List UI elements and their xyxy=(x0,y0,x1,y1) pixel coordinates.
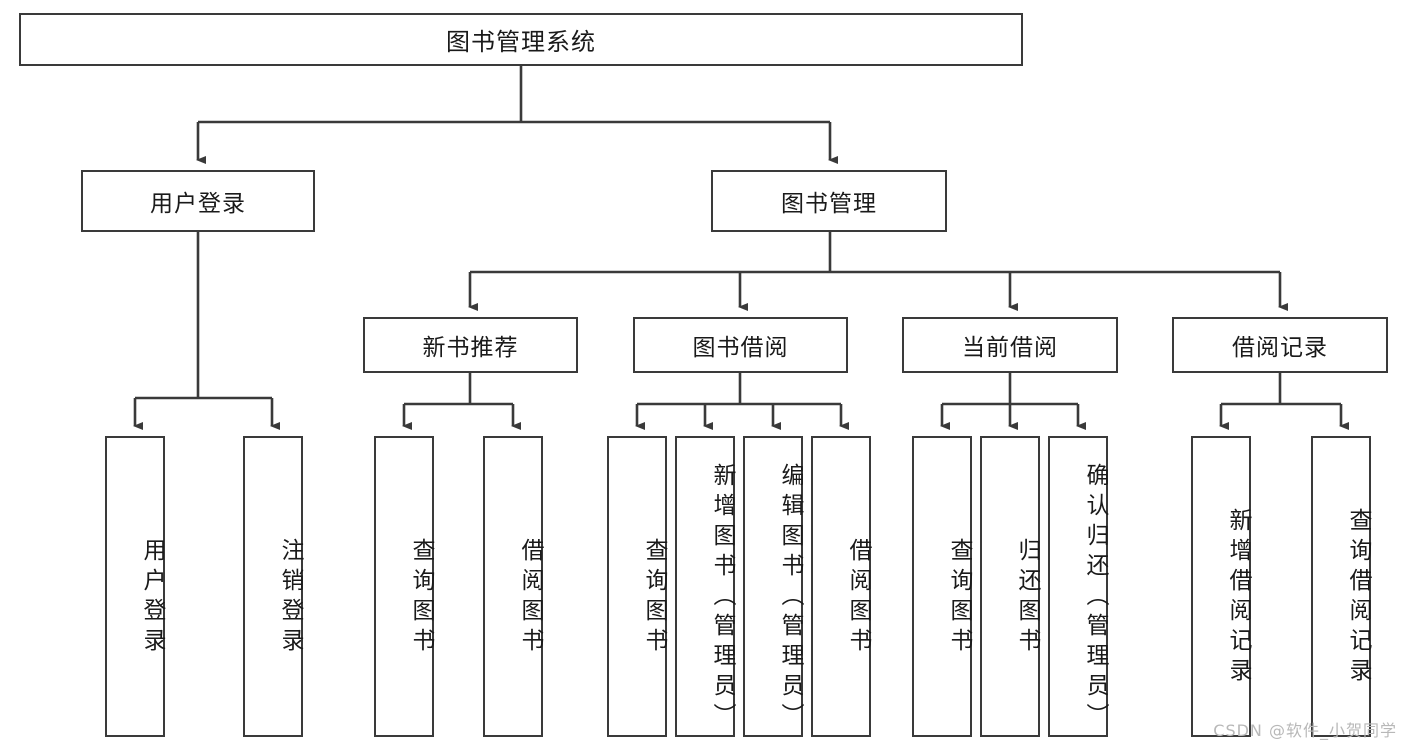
leaf-borrow-book[interactable]: 借阅图书 xyxy=(811,436,871,737)
leaf-borrow-book-recommend[interactable]: 借阅图书 xyxy=(483,436,543,737)
leaf-return-book[interactable]: 归还图书 xyxy=(980,436,1040,737)
leaf-user-login[interactable]: 用户登录 xyxy=(105,436,165,737)
leaf-query-book-recommend[interactable]: 查询图书 xyxy=(374,436,434,737)
leaf-query-borrow-record[interactable]: 查询借阅记录 xyxy=(1311,436,1371,737)
leaf-query-book-current[interactable]: 查询图书 xyxy=(912,436,972,737)
node-book-management[interactable]: 图书管理 xyxy=(711,170,947,232)
leaf-confirm-return-admin[interactable]: 确认归还（管理员） xyxy=(1048,436,1108,737)
leaf-logout-login[interactable]: 注销登录 xyxy=(243,436,303,737)
leaf-edit-book-admin[interactable]: 编辑图书（管理员） xyxy=(743,436,803,737)
node-user-login[interactable]: 用户登录 xyxy=(81,170,315,232)
leaf-query-book-borrow[interactable]: 查询图书 xyxy=(607,436,667,737)
watermark-text: CSDN @软件_小贺同学 xyxy=(1213,721,1397,740)
node-root-book-management-system[interactable]: 图书管理系统 xyxy=(19,13,1023,66)
leaf-add-borrow-record[interactable]: 新增借阅记录 xyxy=(1191,436,1251,737)
node-current-borrow[interactable]: 当前借阅 xyxy=(902,317,1118,373)
node-new-book-recommend[interactable]: 新书推荐 xyxy=(363,317,578,373)
node-book-borrow[interactable]: 图书借阅 xyxy=(633,317,848,373)
leaf-add-book-admin[interactable]: 新增图书（管理员） xyxy=(675,436,735,737)
node-borrow-records[interactable]: 借阅记录 xyxy=(1172,317,1388,373)
